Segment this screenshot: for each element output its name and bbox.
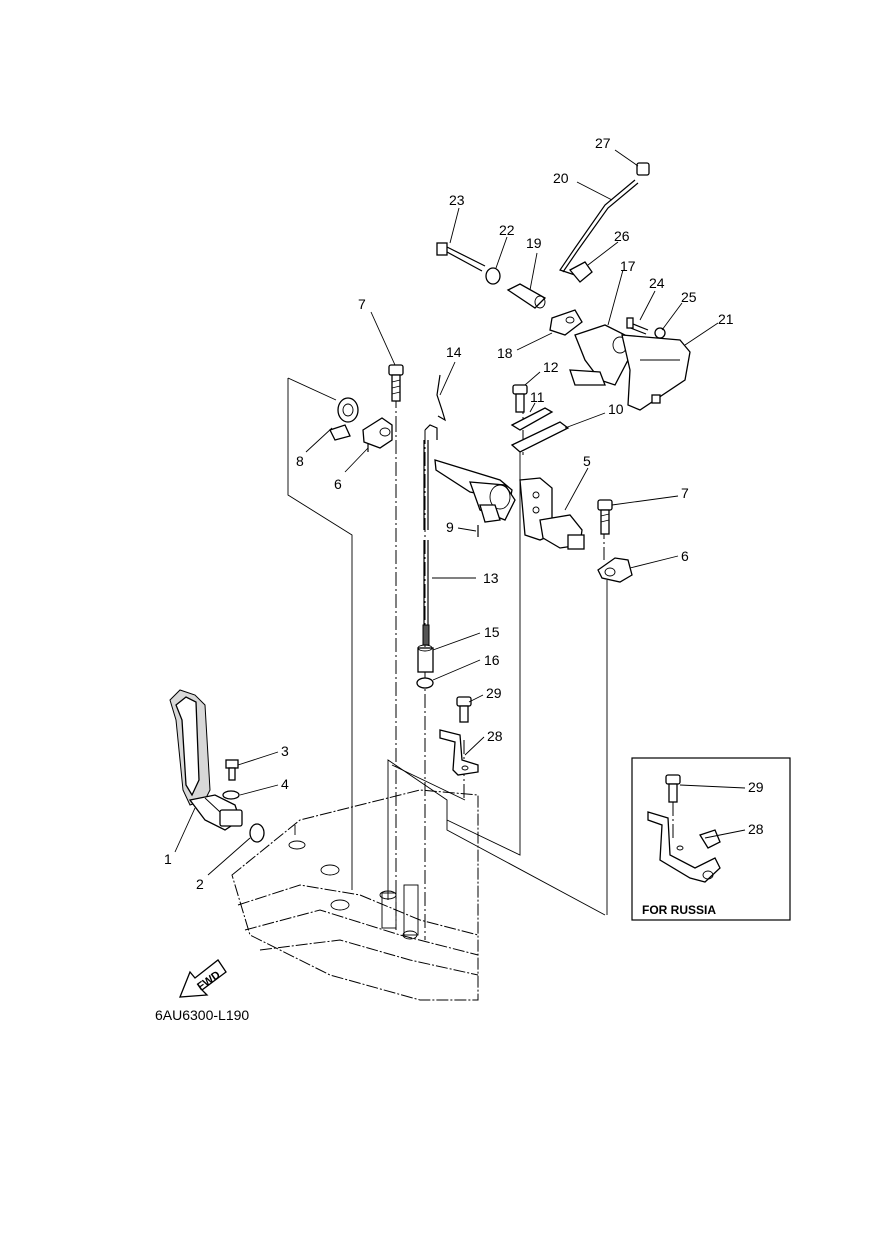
rod-nut xyxy=(417,644,434,673)
callout-3: 3 xyxy=(281,743,289,759)
callout-4: 4 xyxy=(281,776,289,792)
callout-29a: 29 xyxy=(486,685,502,701)
plate xyxy=(510,421,570,453)
callout-25: 25 xyxy=(681,289,697,305)
shift-shaft-assembly xyxy=(434,459,585,550)
washer-22 xyxy=(485,267,501,285)
callout-24: 24 xyxy=(649,275,665,291)
shift-rod xyxy=(422,424,438,646)
rod-clip xyxy=(568,261,593,283)
callout-17: 17 xyxy=(620,258,636,274)
callout-16: 16 xyxy=(484,652,500,668)
washer-25 xyxy=(654,327,666,339)
callout-labels: 1 2 3 4 5 6 6 7 7 8 9 10 11 12 13 14 15 … xyxy=(164,135,764,892)
callout-7a: 7 xyxy=(358,296,366,312)
callout-5: 5 xyxy=(583,453,591,469)
shift-rod-joint-right xyxy=(597,557,633,583)
bracket-28-main xyxy=(439,729,479,776)
inset-bracket-28 xyxy=(647,811,721,883)
callout-18: 18 xyxy=(497,345,513,361)
diagram-reference-code: 6AU6300-L190 xyxy=(155,1007,249,1023)
inset-title: FOR RUSSIA xyxy=(642,903,716,917)
callout-6a: 6 xyxy=(334,476,342,492)
inset-bolt xyxy=(665,774,681,803)
callout-23: 23 xyxy=(449,192,465,208)
callout-15: 15 xyxy=(484,624,500,640)
callout-1: 1 xyxy=(164,851,172,867)
callout-22: 22 xyxy=(499,222,515,238)
callout-7b: 7 xyxy=(681,485,689,501)
alignment-lines xyxy=(287,372,608,940)
joint-bolt-right xyxy=(597,499,613,535)
callout-12: 12 xyxy=(543,359,559,375)
shift-lever-handle xyxy=(169,689,243,831)
rod-washer xyxy=(416,677,434,689)
callout-20: 20 xyxy=(553,170,569,186)
fwd-arrow: FWD xyxy=(179,959,227,998)
callout-28a: 28 xyxy=(487,728,503,744)
throttle-rod xyxy=(559,179,639,276)
joint-bolt-left xyxy=(388,364,404,402)
callout-29b: 29 xyxy=(748,779,764,795)
clip xyxy=(436,374,447,422)
bracket-bolt-main xyxy=(456,696,472,723)
callout-2: 2 xyxy=(196,876,204,892)
callout-28b: 28 xyxy=(748,821,764,837)
callout-10: 10 xyxy=(608,401,624,417)
callout-27: 27 xyxy=(595,135,611,151)
plate-small xyxy=(510,407,554,431)
link-plate xyxy=(549,309,583,336)
lever-washer xyxy=(222,790,240,800)
leader-lines xyxy=(174,149,746,876)
plate-bolt xyxy=(512,384,528,413)
collar xyxy=(506,283,547,309)
callout-19: 19 xyxy=(526,235,542,251)
screw-24 xyxy=(626,317,649,335)
bracket-right xyxy=(621,334,691,411)
o-ring xyxy=(249,823,265,843)
inset-for-russia: FOR RUSSIA xyxy=(631,757,791,921)
callout-9: 9 xyxy=(446,519,454,535)
bushing-left xyxy=(329,397,359,441)
throttle-cam-assembly xyxy=(569,324,629,386)
callout-6b: 6 xyxy=(681,548,689,564)
callout-26: 26 xyxy=(614,228,630,244)
callout-21: 21 xyxy=(718,311,734,327)
shift-rod-joint-left xyxy=(362,417,393,452)
lever-bolt xyxy=(225,759,239,781)
callout-13: 13 xyxy=(483,570,499,586)
callout-11: 11 xyxy=(530,389,545,405)
rod-end xyxy=(636,162,650,176)
long-bolt xyxy=(436,242,486,272)
bottom-cowling-outline xyxy=(231,789,479,1001)
callout-8: 8 xyxy=(296,453,304,469)
callout-14: 14 xyxy=(446,344,462,360)
